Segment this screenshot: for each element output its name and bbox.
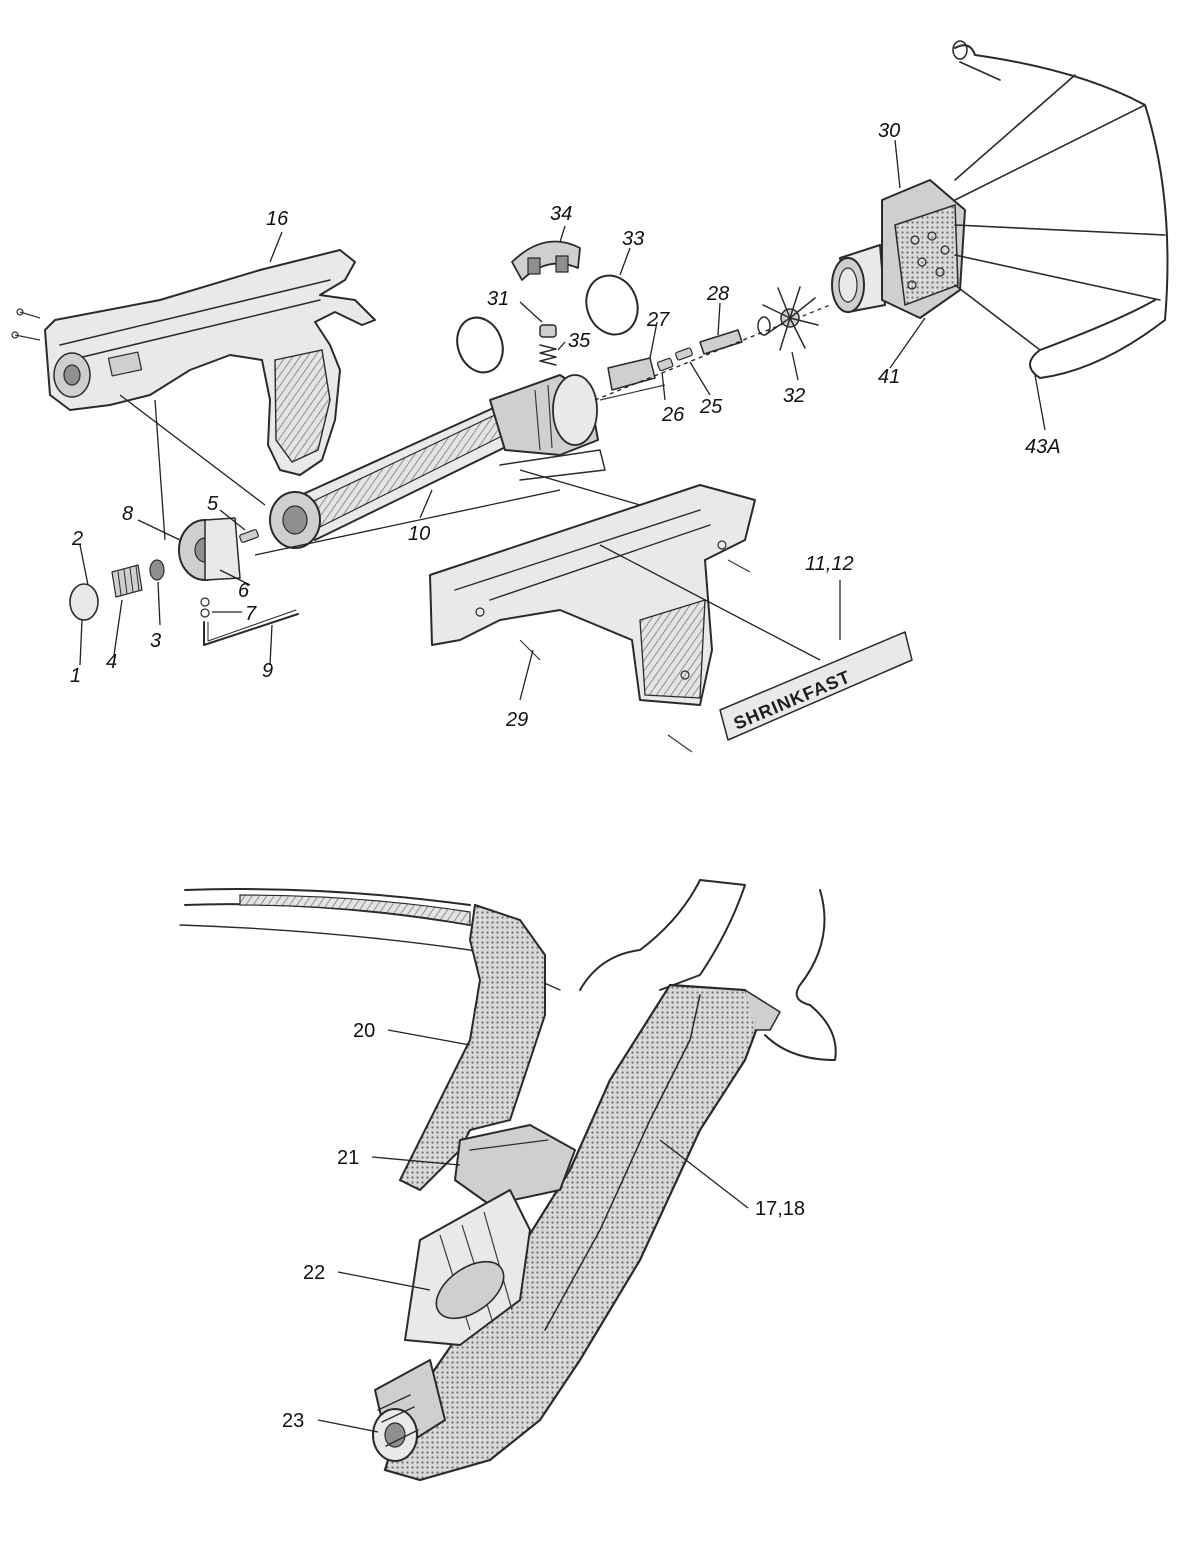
- callout-33: 33: [622, 228, 644, 250]
- part-25-screw: [675, 347, 693, 361]
- part-3-washer: [149, 559, 165, 581]
- callout-27: 27: [646, 309, 670, 331]
- part-32-fan: [757, 286, 819, 351]
- callout-43a: 43A: [1025, 436, 1061, 458]
- part-11-12-decal: SHRINKFAST: [719, 631, 913, 741]
- callout-10: 10: [408, 523, 430, 545]
- part-5-screw: [239, 529, 259, 543]
- callout-17-18: 17,18: [755, 1198, 805, 1220]
- callout-35: 35: [568, 330, 591, 352]
- callout-3: 3: [150, 630, 161, 652]
- callout-9: 9: [262, 660, 273, 682]
- callouts-top: 16 34 33 31 35 28 27 30 41 43A 32 25 26 …: [70, 120, 1061, 731]
- callout-26: 26: [661, 404, 685, 426]
- callout-31: 31: [487, 288, 509, 310]
- callout-leaders-top: [79, 139, 1046, 701]
- part-33-gasket: [585, 274, 639, 336]
- callout-20: 20: [353, 1020, 375, 1042]
- part-6-7-set-screw: [200, 597, 210, 618]
- part-17-18-handle-body: [383, 983, 781, 1482]
- callout-4: 4: [106, 651, 117, 673]
- part-9-hex-key: [203, 609, 299, 646]
- callout-8: 8: [122, 503, 133, 525]
- part-16-upper-housing: [11, 249, 376, 476]
- part-31-plug: [539, 324, 557, 338]
- callout-5: 5: [207, 493, 219, 515]
- callout-32: 32: [783, 385, 805, 407]
- callout-11-12: 11,12: [805, 553, 854, 575]
- callout-7: 7: [245, 603, 257, 625]
- part-23-strain-relief: [372, 1359, 446, 1462]
- part-43a-reflector-cage: [952, 40, 1169, 379]
- part-26-pin: [657, 357, 674, 372]
- callout-2: 2: [71, 528, 83, 550]
- callout-1: 1: [70, 665, 81, 687]
- part-34-clamp: [511, 240, 581, 281]
- callout-6: 6: [238, 580, 250, 602]
- callout-23: 23: [282, 1410, 304, 1432]
- part-2-knob: [69, 583, 99, 621]
- callout-leaders-bottom: [317, 1029, 749, 1433]
- part-27-terminal-block: [599, 357, 666, 401]
- part-21-switch: [454, 1124, 576, 1206]
- part-22-motor: [404, 1189, 531, 1346]
- callout-16: 16: [266, 208, 289, 230]
- callout-34: 34: [550, 203, 572, 225]
- part-28-motor-shaft: [699, 329, 743, 355]
- callout-29: 29: [505, 709, 528, 731]
- callout-30: 30: [878, 120, 900, 142]
- callout-21: 21: [337, 1147, 359, 1169]
- callouts-bottom: 20 21 17,18 22 23: [282, 1020, 805, 1432]
- part-10-heater-barrel: [269, 374, 606, 549]
- part-35-spring: [539, 344, 557, 366]
- exploded-view: SHRINKFAST: [11, 40, 1169, 753]
- part-41-diffuser-plate: [894, 203, 959, 307]
- part-8-end-cap: [178, 517, 241, 581]
- barrel-o-ring: [456, 316, 504, 374]
- callout-41: 41: [878, 366, 900, 388]
- part-4-spring: [111, 564, 143, 598]
- callout-25: 25: [699, 396, 723, 418]
- callout-22: 22: [303, 1262, 325, 1284]
- lower-housing: [429, 484, 756, 753]
- callout-28: 28: [706, 283, 729, 305]
- handle-cutaway-view: 20 21 17,18 22 23: [179, 879, 837, 1482]
